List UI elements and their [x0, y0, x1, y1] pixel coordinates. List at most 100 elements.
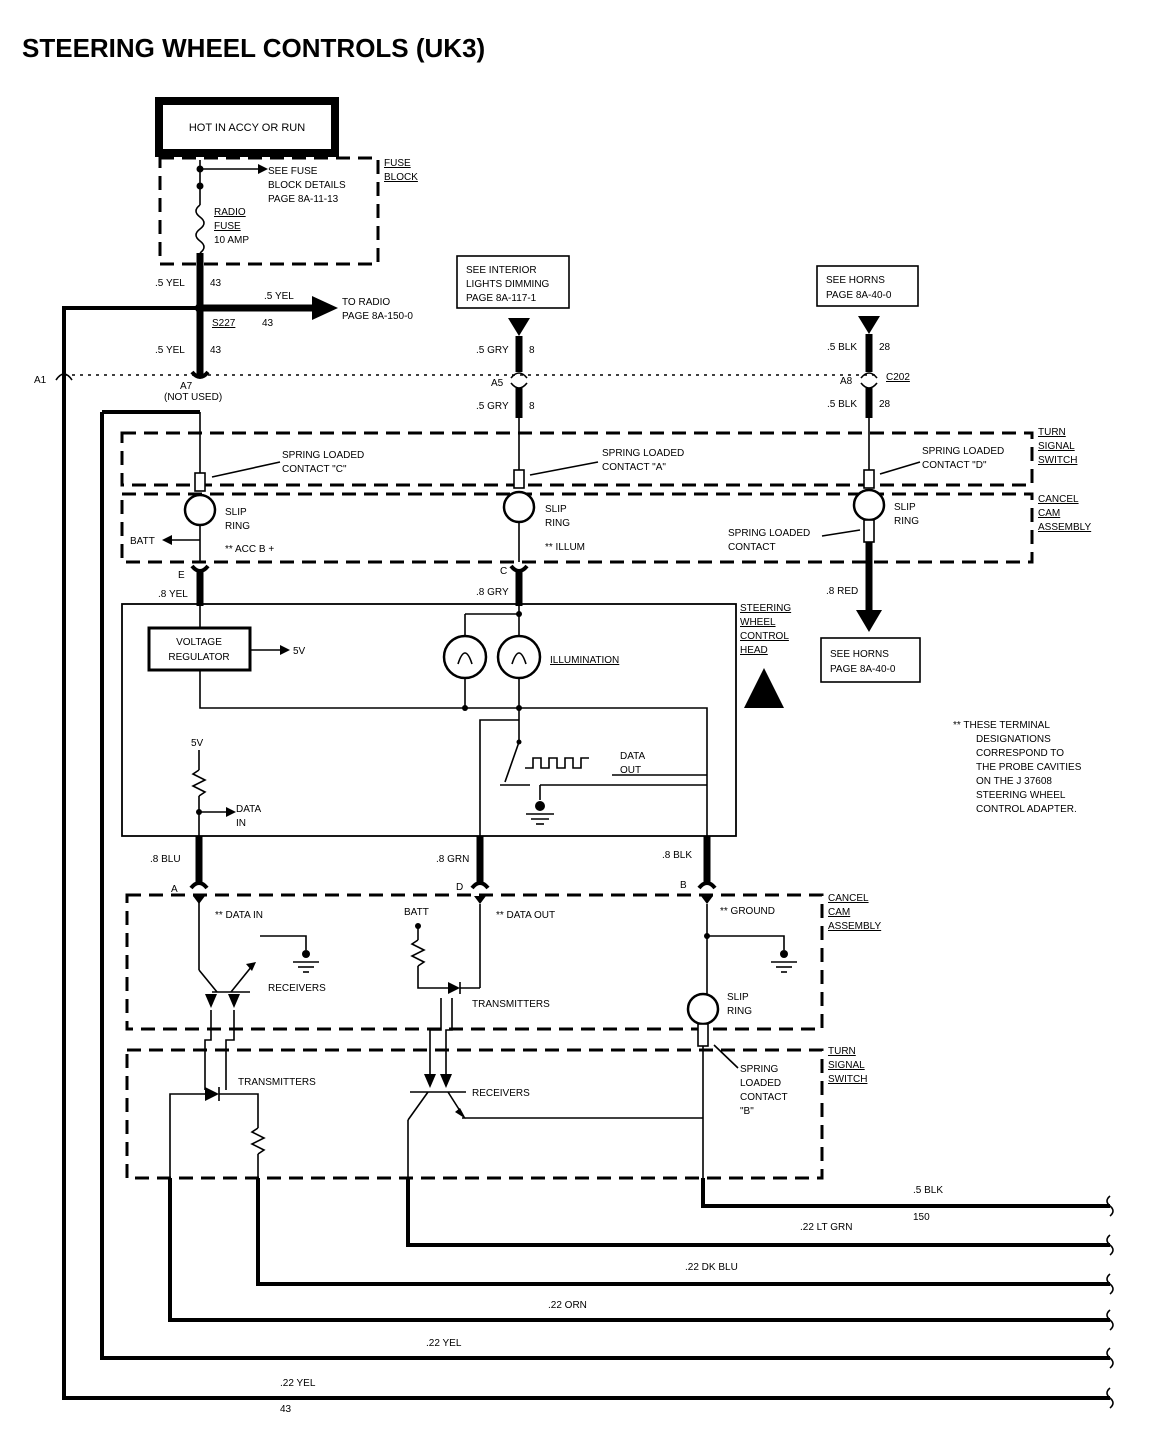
illum-label: ** ILLUM	[545, 542, 585, 553]
connector-e: E	[178, 570, 185, 581]
illumination-bulb-1-icon	[442, 634, 488, 680]
data-pulse-icon	[525, 757, 589, 769]
wire-label-gry-1: .5 GRY	[476, 345, 509, 356]
wire-label-blk-2: .5 BLK	[827, 399, 857, 410]
note-line4: THE PROBE CAVITIES	[976, 762, 1082, 773]
connector-d: D	[456, 882, 463, 893]
connector-a: A	[171, 884, 178, 895]
receivers-lower: RECEIVERS	[472, 1088, 530, 1099]
contact-d-line2: CONTACT "D"	[922, 460, 987, 471]
horns-ref-top: SEE HORNS PAGE 8A-40-0	[816, 265, 919, 307]
head-label3: CONTROL	[740, 631, 789, 642]
slip-ring-b	[686, 992, 720, 1026]
lower-data-in: ** DATA IN	[215, 910, 263, 921]
wire-label-blk-1: .5 BLK	[827, 342, 857, 353]
slip-ring-a-label1: SLIP	[545, 504, 567, 515]
wire-5-blk	[701, 1178, 1110, 1208]
receivers-upper: RECEIVERS	[268, 983, 326, 994]
contact-d-line1: SPRING LOADED	[922, 446, 1004, 457]
harness-blk: .5 BLK	[913, 1185, 943, 1196]
radio-fuse-line3: 10 AMP	[214, 235, 249, 246]
cam-top-label2: CAM	[1038, 508, 1060, 519]
acc-label: ** ACC B +	[225, 544, 274, 555]
contact-b-line4: "B"	[740, 1106, 754, 1117]
wire-label-to-radio: .5 YEL	[264, 291, 294, 302]
control-head-box	[121, 603, 737, 837]
transmitter-resistor	[410, 939, 426, 967]
wire-8-blk: .8 BLK	[662, 850, 692, 861]
see-fuse-line3: PAGE 8A-11-13	[268, 194, 339, 205]
connector-a7: A7	[180, 381, 193, 392]
tss-bot-label2: SIGNAL	[828, 1060, 865, 1071]
radio-fuse-line2: FUSE	[214, 221, 241, 232]
see-fuse-line1: SEE FUSE	[268, 166, 318, 177]
wire-22-lt-grn	[406, 1178, 1110, 1247]
wire-22-dk-blu	[256, 1178, 1110, 1286]
note-line5: ON THE J 37608	[976, 776, 1052, 787]
voltage-regulator	[147, 626, 252, 672]
fuse-symbol	[195, 204, 205, 254]
wire-num-28-1: 28	[879, 342, 891, 353]
slip-ring-c-label1: SLIP	[225, 507, 247, 518]
wire-num-8-1: 8	[529, 345, 535, 356]
interior-line3: PAGE 8A-117-1	[466, 293, 537, 304]
wire-num-28-2: 28	[879, 399, 891, 410]
harness-yel-2: .22 YEL	[280, 1378, 316, 1389]
wire-22-yel-43	[62, 306, 1110, 1400]
head-label4: HEAD	[740, 645, 768, 656]
connector-a5: A5	[491, 378, 504, 389]
horns-bottom-line2: PAGE 8A-40-0	[830, 664, 896, 675]
head-label2: WHEEL	[740, 617, 776, 628]
regulator-line1: VOLTAGE	[176, 637, 222, 648]
transmitters-lower: TRANSMITTERS	[238, 1077, 316, 1088]
slip-ring-d-label2: RING	[894, 516, 919, 527]
turn-signal-switch-box	[120, 431, 1034, 487]
wire-22-orn	[168, 1178, 1110, 1322]
wire-8-red: .8 RED	[826, 586, 858, 597]
harness-dk-blu: .22 DK BLU	[685, 1262, 738, 1273]
slip-ring-d-label1: SLIP	[894, 502, 916, 513]
regulator-5v: 5V	[293, 646, 306, 657]
data-out-line2: OUT	[620, 765, 641, 776]
slip-ring-a-label2: RING	[545, 518, 570, 529]
wire-label-yel-1: .5 YEL	[155, 278, 185, 289]
cam-top-label3: ASSEMBLY	[1038, 522, 1091, 533]
note-line1: ** THESE TERMINAL	[953, 720, 1050, 731]
pullup-resistor	[191, 769, 207, 797]
power-source-box: HOT IN ACCY OR RUN	[155, 97, 339, 157]
wire-8-yel: .8 YEL	[158, 589, 188, 600]
wire-num-43-2: 43	[210, 345, 222, 356]
data-in-line1: DATA	[236, 804, 262, 815]
interior-line2: LIGHTS DIMMING	[466, 279, 550, 290]
contact-b-line1: SPRING	[740, 1064, 779, 1075]
fuse-block-label-2: BLOCK	[384, 172, 418, 183]
slip-ring-c-label2: RING	[225, 521, 250, 532]
illumination-bulb-2-icon	[496, 634, 542, 680]
to-radio-line1: TO RADIO	[342, 297, 390, 308]
ground-icon-head	[526, 813, 554, 825]
turn-signal-switch-box-bottom	[125, 1048, 824, 1180]
note-line7: CONTROL ADAPTER.	[976, 804, 1077, 815]
data-out-line1: DATA	[620, 751, 646, 762]
contact-a-line1: SPRING LOADED	[602, 448, 684, 459]
cam-bot-label2: CAM	[828, 907, 850, 918]
connector-a8: A8	[840, 376, 853, 387]
connector-b: B	[680, 880, 687, 891]
wire-label-yel-2: .5 YEL	[155, 345, 185, 356]
connector-c: C	[500, 566, 507, 577]
wire-break-marks	[1106, 1195, 1114, 1409]
wire-num-43-1: 43	[210, 278, 222, 289]
slip-ring-b-label2: RING	[727, 1006, 752, 1017]
transmitter-resistor-lower	[250, 1127, 266, 1155]
see-fuse-line2: BLOCK DETAILS	[268, 180, 346, 191]
regulator-line2: REGULATOR	[168, 652, 229, 663]
harness-yel-2-num: 43	[280, 1404, 292, 1415]
wire-22-yel	[100, 412, 1110, 1360]
tss-bot-label1: TURN	[828, 1046, 856, 1057]
note-line3: CORRESPOND TO	[976, 748, 1064, 759]
note-line2: DESIGNATIONS	[976, 734, 1051, 745]
cancel-cam-box-top	[120, 492, 1034, 564]
to-radio-line2: PAGE 8A-150-0	[342, 311, 413, 322]
wire-label-gry-2: .5 GRY	[476, 401, 509, 412]
